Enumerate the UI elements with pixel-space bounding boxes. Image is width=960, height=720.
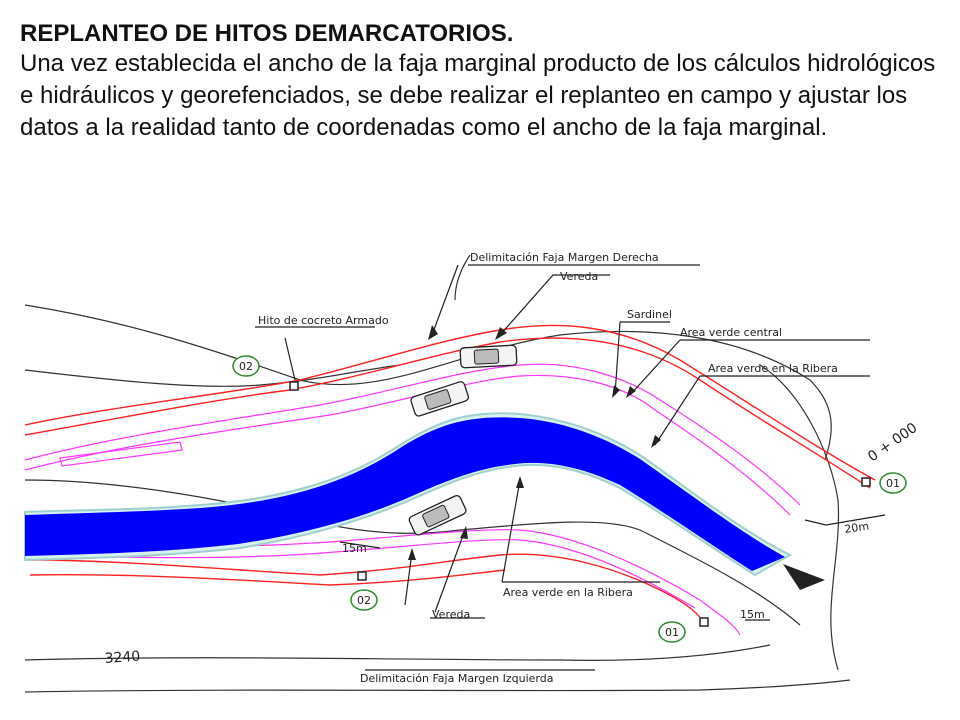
car-icon: [410, 381, 470, 417]
label-area-verde-ribera-top: Area verde en la Ribera: [708, 362, 838, 375]
hito-marker-icon: [699, 617, 709, 627]
hito-marker-icon: [861, 477, 871, 487]
label-vereda-top: Vereda: [560, 270, 598, 283]
north-arrow-icon: [783, 564, 825, 590]
label-width-20m: 20m: [844, 520, 870, 536]
label-width-15m-left: 15m: [342, 542, 367, 555]
marker-label: 01: [665, 626, 679, 639]
marker-label: 02: [239, 360, 253, 373]
label-sardinel: Sardinel: [627, 308, 672, 321]
text-block: REPLANTEO DE HITOS DEMARCATORIOS. Una ve…: [20, 20, 945, 144]
arrowhead-icon: [516, 476, 524, 488]
car-icon: [459, 344, 518, 369]
boundary-lines: [24, 324, 876, 626]
arrowhead-icon: [408, 548, 416, 560]
arrowhead-icon: [651, 435, 661, 448]
hito-marker-icon: [357, 571, 367, 581]
label-hito: Hito de cocreto Armado: [258, 314, 389, 327]
arrowhead-icon: [460, 526, 468, 539]
arrowhead-icon: [626, 386, 636, 398]
label-delimitacion-izquierda: Delimitación Faja Margen Izquierda: [360, 672, 553, 685]
marker-02-top: 02: [232, 355, 260, 377]
label-chainage: 0 + 000: [865, 420, 920, 465]
sidewalk-lines: [24, 363, 801, 636]
river-channel: [25, 417, 785, 571]
label-area-verde-ribera-bottom: Area verde en la Ribera: [503, 586, 633, 599]
marker-label: 02: [357, 594, 371, 607]
page-title: REPLANTEO DE HITOS DEMARCATORIOS.: [20, 20, 514, 47]
label-width-15m-right: 15m: [740, 608, 765, 621]
arrowheads: [408, 325, 825, 590]
arrowhead-icon: [428, 325, 438, 340]
label-area-verde-central: Area verde central: [680, 326, 782, 339]
label-contour: 3240: [104, 649, 141, 667]
label-vereda-bottom: Vereda: [432, 608, 470, 621]
description-paragraph: Una vez establecida el ancho de la faja …: [20, 50, 936, 141]
site-plan-diagram: 02 01 02 01: [24, 251, 920, 693]
marker-label: 01: [886, 477, 900, 490]
leader-lines: [255, 264, 886, 671]
marker-01-bottom: 01: [658, 621, 686, 643]
marker-01-right: 01: [879, 472, 907, 494]
arrowhead-icon: [612, 385, 620, 398]
marker-02-bottom: 02: [350, 589, 378, 611]
label-delimitacion-derecha: Delimitación Faja Margen Derecha: [470, 251, 659, 264]
hito-marker-icon: [289, 381, 299, 391]
arrowhead-icon: [495, 327, 507, 340]
contour-lines: [24, 254, 851, 693]
hito-markers: [289, 381, 871, 627]
car-icon: [408, 494, 467, 536]
